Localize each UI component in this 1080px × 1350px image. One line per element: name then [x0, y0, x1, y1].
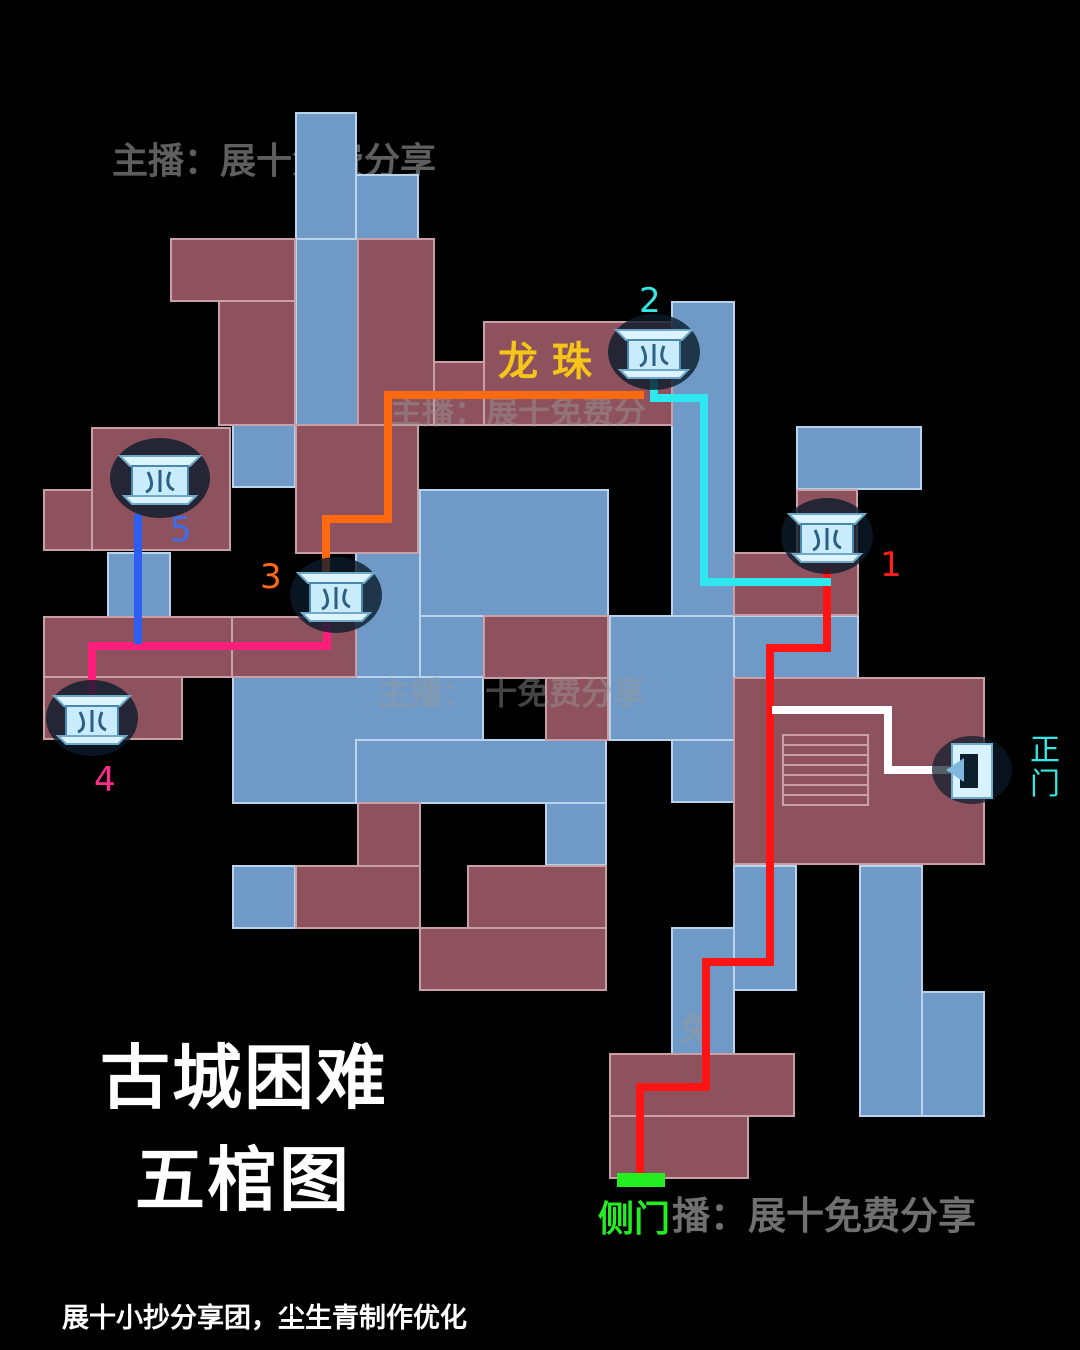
room	[419, 489, 609, 617]
room	[295, 238, 359, 426]
marker-2-label: 2	[639, 281, 661, 321]
room	[357, 802, 421, 867]
stairs	[782, 734, 869, 806]
routes	[88, 364, 950, 1176]
credit-text: 展十小抄分享团，尘生青制作优化	[62, 1303, 467, 1334]
marker-labels: 1 2 3 4 5	[94, 281, 902, 800]
marker-5-label: 5	[170, 510, 192, 550]
room	[295, 112, 357, 240]
route-to-coffin-3	[322, 391, 644, 574]
room	[545, 677, 609, 741]
room	[859, 865, 923, 1117]
route-to-coffin-4	[88, 621, 331, 694]
room	[419, 615, 485, 678]
coffin-icon[interactable]	[608, 314, 700, 390]
room	[671, 739, 735, 803]
gate-icon[interactable]	[932, 736, 1012, 804]
room	[921, 991, 985, 1117]
room	[609, 1115, 749, 1179]
watermark-map-2: 主播： 十免费分享	[378, 674, 645, 712]
room	[609, 615, 735, 741]
marker-1-label: 1	[880, 545, 902, 585]
room	[419, 927, 607, 991]
main-gate-label: 正门	[1030, 733, 1060, 802]
side-gate-marker	[617, 1173, 665, 1187]
room	[467, 865, 607, 929]
marker-4-label: 4	[94, 760, 116, 800]
room	[733, 865, 797, 991]
room	[43, 489, 93, 551]
coffins	[46, 314, 873, 756]
room	[218, 300, 296, 426]
side-gate-label: 侧门	[598, 1199, 671, 1240]
watermark-map-1: 主播：展十免费分	[390, 393, 646, 431]
coffin-icon[interactable]	[46, 680, 138, 756]
map-title-line-2: 五棺图	[135, 1139, 351, 1221]
room	[545, 802, 607, 866]
entry-route	[772, 706, 950, 774]
room	[483, 615, 609, 679]
room	[355, 174, 419, 240]
room	[295, 865, 421, 929]
coffin-icon[interactable]	[290, 557, 382, 633]
room	[295, 424, 419, 554]
coffin-icon[interactable]	[110, 438, 210, 518]
room	[232, 424, 296, 488]
dragon-pearl-label: 龙 珠	[498, 339, 593, 385]
room	[796, 426, 922, 490]
room	[170, 238, 296, 302]
watermark-bottom: 播：展十免费分享	[672, 1194, 977, 1238]
room	[232, 865, 296, 929]
map-title-line-1: 古城困难	[100, 1037, 388, 1119]
route-to-coffin-1	[636, 568, 831, 1176]
room	[355, 739, 607, 804]
coffin-icon[interactable]	[781, 498, 873, 574]
marker-3-label: 3	[260, 557, 282, 597]
